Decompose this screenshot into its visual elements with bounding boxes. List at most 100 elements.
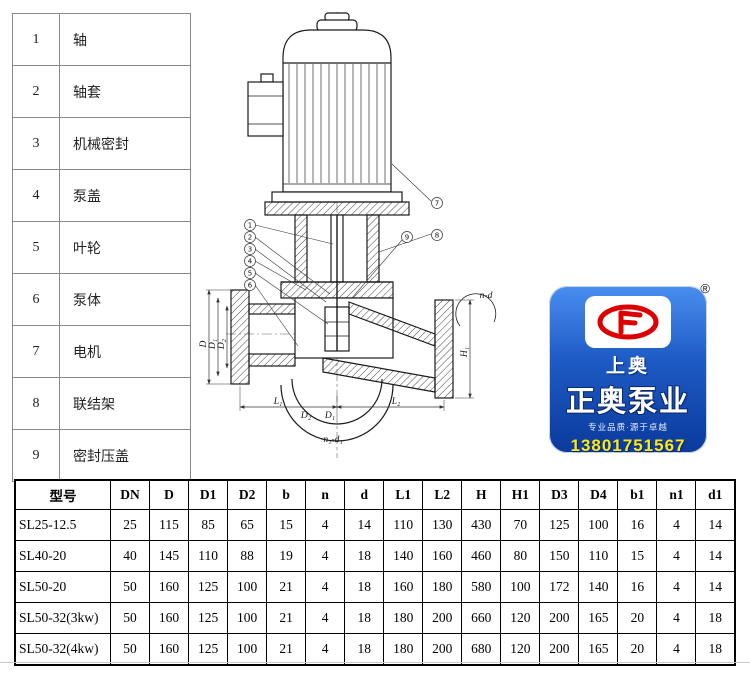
spec-model-cell: SL40-20 (14, 540, 111, 572)
dim-label-n1d1: n₁-d₁ (323, 435, 342, 445)
discharge-flange (434, 299, 454, 399)
spec-value-cell: 100 (227, 633, 268, 666)
spec-value-cell: 18 (695, 633, 736, 666)
spec-value-cell: 200 (422, 633, 463, 666)
pump-sectional-drawing: D D₁ D₂ L₁ L₂ D₂ D₁ H₁ n-d n₁-d₁ (178, 6, 543, 471)
spec-value-cell: 130 (422, 509, 463, 541)
pump-outline (230, 12, 497, 442)
dim-label-H1: H₁ (460, 347, 470, 358)
spec-value-cell: 100 (227, 571, 268, 603)
junction-box-cap (260, 73, 274, 83)
spec-value-cell: 4 (305, 509, 346, 541)
spec-value-cell: 50 (109, 602, 151, 634)
brand-badge-panel: 上奥 正奥泵业 专业品质·源于卓越 13801751567 (549, 286, 707, 455)
callout-3: 3 (248, 246, 252, 254)
spec-model-cell: SL50-32(3kw) (14, 602, 111, 634)
spec-value-cell: 21 (266, 571, 307, 603)
volute-inner-arc (291, 378, 383, 425)
spec-value-cell: 80 (500, 540, 541, 572)
brand-name-small: 上奥 (605, 356, 650, 377)
motor-cap (316, 19, 358, 32)
spec-value-cell: 18 (344, 540, 385, 572)
bottom-divider (0, 662, 750, 663)
spec-value-cell: 180 (383, 633, 424, 666)
discharge-pipe-lower-wall (322, 357, 436, 393)
spec-value-cell: 200 (539, 602, 580, 634)
spec-value-cell: 14 (695, 509, 736, 541)
part-number: 4 (12, 169, 60, 222)
spec-value-cell: 160 (149, 633, 190, 666)
motor-base-flange (271, 191, 403, 203)
spec-value-cell: 125 (188, 571, 229, 603)
spec-value-cell: 160 (383, 571, 424, 603)
part-name: 泵体 (59, 273, 191, 326)
spec-col-header: d1 (695, 479, 736, 510)
part-name: 联结架 (59, 377, 191, 430)
callout-9: 9 (405, 234, 409, 242)
spec-col-header: D2 (227, 479, 268, 510)
callout-7: 7 (435, 200, 439, 208)
spec-value-cell: 4 (305, 602, 346, 634)
spec-value-cell: 20 (617, 633, 658, 666)
spec-value-cell: 140 (578, 571, 619, 603)
spec-value-cell: 50 (109, 571, 151, 603)
motor-fins (288, 64, 386, 183)
bolt-circle-detail (455, 293, 497, 327)
brand-phone-number: 13801751567 (570, 436, 686, 455)
spec-value-cell: 125 (539, 509, 580, 541)
spec-value-cell: 150 (539, 540, 580, 572)
spec-value-cell: 18 (695, 602, 736, 634)
spec-value-cell: 4 (656, 602, 697, 634)
lantern-right-column (366, 214, 380, 283)
spec-value-cell: 125 (188, 633, 229, 666)
pump-drawing-svg: D D₁ D₂ L₁ L₂ D₂ D₁ H₁ n-d n₁-d₁ (199, 12, 497, 458)
spec-value-cell: 100 (578, 509, 619, 541)
spec-col-header: b (266, 479, 307, 510)
callout-leaders (254, 163, 432, 347)
spec-value-cell: 4 (656, 540, 697, 572)
part-name: 轴套 (59, 65, 191, 118)
spec-col-header: b1 (617, 479, 658, 510)
spec-value-cell: 110 (188, 540, 229, 572)
spec-value-cell: 145 (149, 540, 190, 572)
callouts: 1 2 3 4 5 6 7 8 9 (244, 197, 443, 291)
spec-col-header: n (305, 479, 346, 510)
spec-value-cell: 18 (344, 633, 385, 666)
part-name: 轴 (59, 13, 191, 66)
spec-value-cell: 25 (109, 509, 151, 541)
spec-col-header: L2 (422, 479, 463, 510)
callout-4: 4 (248, 258, 253, 266)
spec-value-cell: 100 (500, 571, 541, 603)
spec-value-cell: 70 (500, 509, 541, 541)
spec-value-cell: 160 (422, 540, 463, 572)
mounting-flange (264, 201, 410, 216)
spec-value-cell: 65 (227, 509, 268, 541)
spec-model-cell: SL50-32(4kw) (14, 633, 111, 666)
spec-value-cell: 115 (149, 509, 190, 541)
spec-value-cell: 580 (461, 571, 502, 603)
spec-value-cell: 18 (344, 571, 385, 603)
spec-col-header: n1 (656, 479, 697, 510)
callout-1: 1 (248, 222, 252, 230)
spec-value-cell: 460 (461, 540, 502, 572)
spec-value-cell: 110 (578, 540, 619, 572)
part-number: 8 (12, 377, 60, 430)
spec-col-header: d (344, 479, 385, 510)
spec-value-cell: 18 (344, 602, 385, 634)
spec-value-cell: 21 (266, 602, 307, 634)
brand-badge: ® 上奥 正奥泵业 专业品质·源于卓越 13801751567 (546, 281, 710, 456)
spec-value-cell: 15 (266, 509, 307, 541)
